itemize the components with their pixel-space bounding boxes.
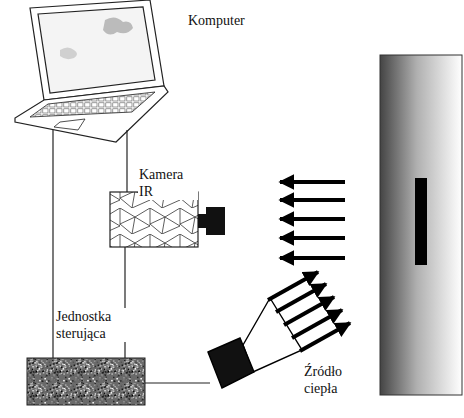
heat-source: [208, 298, 302, 388]
radiation-arrows: [268, 182, 350, 351]
wire: [126, 130, 127, 192]
control-unit: [27, 358, 145, 405]
laptop: [15, 0, 168, 142]
specimen: [380, 55, 462, 395]
wire: [145, 382, 210, 383]
ir-camera: [110, 192, 225, 247]
node-label: Źródło ciepła: [303, 363, 343, 397]
node-label: Komputer: [187, 12, 246, 29]
node-label: Jednostka sterująca: [55, 308, 145, 342]
camera-box: Kamera IR: [110, 192, 198, 247]
node-label: Kamera IR: [138, 166, 198, 200]
wire: [52, 130, 53, 358]
heat-source-lamp: Źródło ciepła: [210, 295, 302, 390]
control-unit-box: Jednostka sterująca: [27, 358, 145, 405]
laptop-computer: Komputer: [15, 0, 168, 130]
